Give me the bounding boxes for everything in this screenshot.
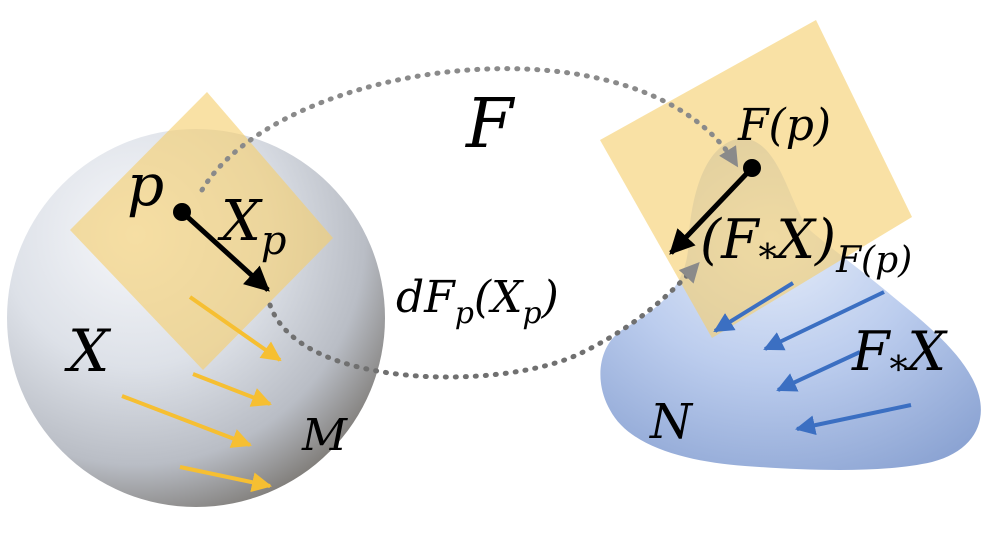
yellow-arrow bbox=[192, 372, 272, 407]
blue-arrow bbox=[795, 403, 912, 436]
point-fp-dot bbox=[743, 159, 761, 177]
vector-field-x-arrows bbox=[121, 295, 282, 493]
tangent-plane-right-icon bbox=[600, 20, 912, 338]
vector-field-fx-label: F*X bbox=[851, 320, 948, 391]
yellow-arrow bbox=[121, 394, 252, 448]
vector-field-fx-arrows bbox=[713, 281, 912, 436]
image-point-fp-label: F(p) bbox=[737, 100, 831, 151]
map-f-label: F bbox=[464, 85, 516, 164]
map-f-dotted-path bbox=[199, 66, 739, 193]
pushforward-vector bbox=[669, 166, 754, 255]
manifold-m-label: M bbox=[301, 410, 348, 461]
blue-arrow bbox=[763, 290, 885, 351]
point-p-label: p bbox=[127, 151, 164, 219]
yellow-arrow bbox=[179, 465, 272, 493]
differential-dotted-path bbox=[267, 262, 700, 380]
yellow-arrow bbox=[188, 295, 282, 362]
vector-field-x-label: X bbox=[64, 317, 112, 385]
point-p-dot bbox=[173, 203, 191, 221]
blue-arrow bbox=[713, 281, 795, 333]
manifold-n-label: N bbox=[649, 394, 694, 450]
tangent-vector-xp-label: Xp bbox=[217, 189, 286, 264]
blue-arrow bbox=[776, 350, 861, 392]
pushforward-vector-label: (F*X)F(p) bbox=[700, 208, 912, 281]
tangent-vector-xp bbox=[180, 210, 270, 292]
differential-label: dFp(Xp) bbox=[396, 272, 559, 331]
